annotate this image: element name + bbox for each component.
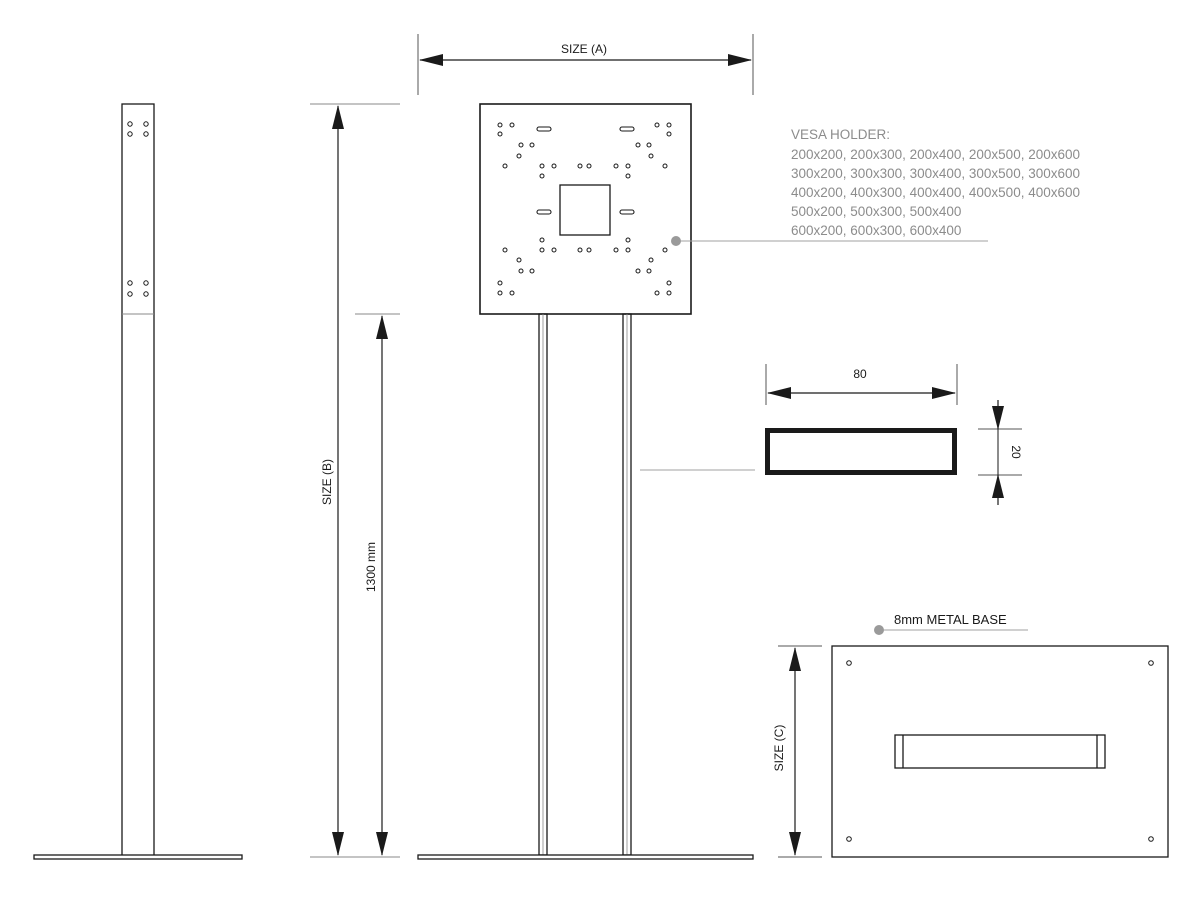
front-base-plate <box>417 854 754 860</box>
side-pole <box>121 103 155 857</box>
size-c-label: SIZE (C) <box>772 725 786 772</box>
profile-rect <box>765 428 957 475</box>
pole-height-label: 1300 mm <box>364 542 378 592</box>
profile-width-label: 80 <box>853 367 867 381</box>
side-holes-top <box>127 121 149 137</box>
side-holes-bottom <box>127 280 149 297</box>
vesa-mounting-holes <box>497 122 672 296</box>
base-leader <box>874 625 1028 635</box>
base-corner-holes <box>846 660 1154 842</box>
vesa-center-cutout <box>559 184 611 236</box>
vesa-line-3: 400x200, 400x300, 400x400, 400x500, 400x… <box>791 185 1080 200</box>
side-view <box>33 103 243 860</box>
base-label: 8mm METAL BASE <box>894 612 1007 627</box>
profile-section <box>640 364 1022 505</box>
profile-depth-label: 20 <box>1009 445 1023 459</box>
size-b-label: SIZE (B) <box>320 459 334 505</box>
height-dimensions <box>310 103 400 858</box>
vesa-slots <box>536 126 635 215</box>
vesa-line-5: 600x200, 600x300, 600x400 <box>791 223 961 238</box>
vesa-plate <box>479 103 692 315</box>
front-view <box>417 34 754 860</box>
base-plan-view <box>778 645 1169 858</box>
base-plate-outline <box>831 645 1169 858</box>
front-posts <box>538 313 632 856</box>
vesa-leader <box>671 236 988 246</box>
vesa-line-4: 500x200, 500x300, 500x400 <box>791 204 961 219</box>
vesa-heading: VESA HOLDER: <box>791 127 890 142</box>
base-post-socket <box>894 734 1106 769</box>
size-a-label: SIZE (A) <box>561 42 607 56</box>
vesa-holder-annotation: VESA HOLDER: 200x200, 200x300, 200x400, … <box>791 127 1080 238</box>
vesa-line-2: 300x200, 300x300, 300x400, 300x500, 300x… <box>791 166 1080 181</box>
vesa-line-1: 200x200, 200x300, 200x400, 200x500, 200x… <box>791 147 1080 162</box>
side-base-plate <box>33 854 243 860</box>
